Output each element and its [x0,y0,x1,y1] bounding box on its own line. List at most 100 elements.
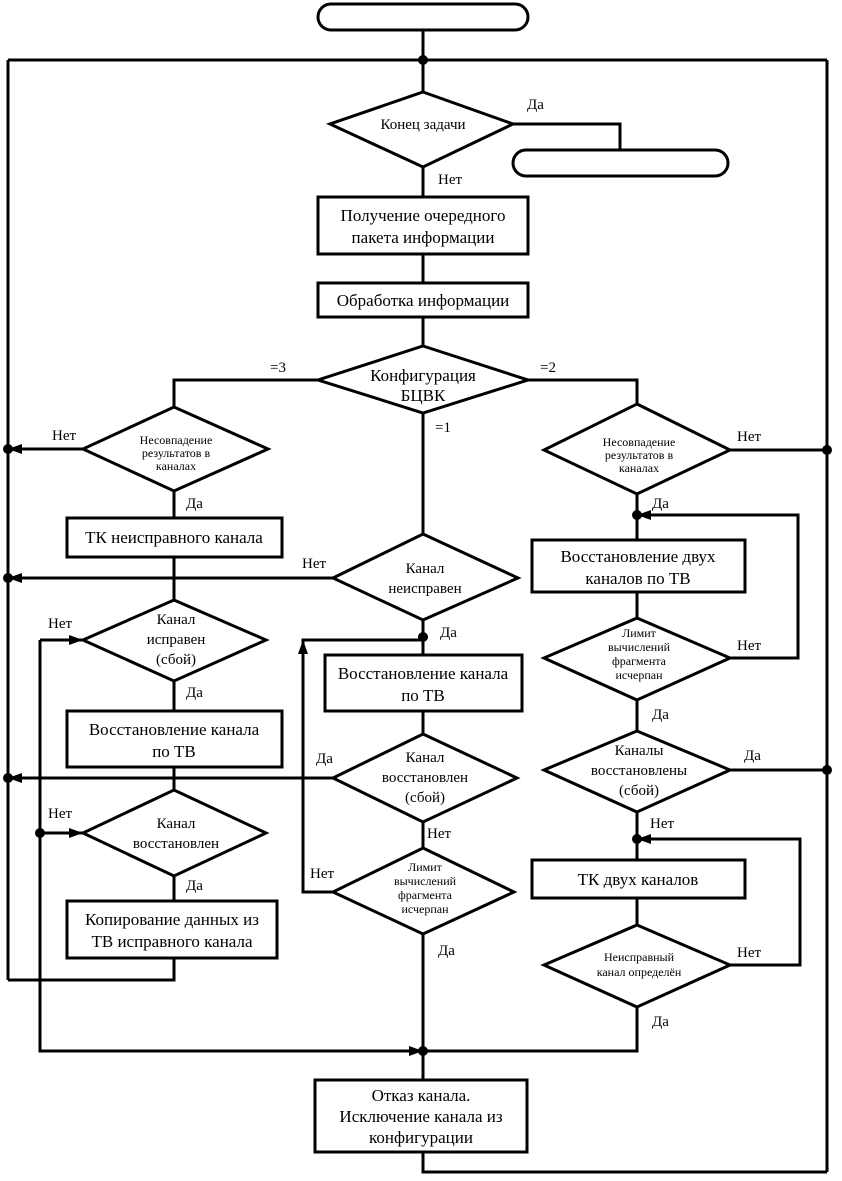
line-config-3 [172,378,318,407]
label-channel-restored-mid-no: Нет [427,826,451,842]
decision-channel-restored-left [79,788,270,878]
decision-channels-restored [540,729,734,814]
decision-config-line2: БЦВК [401,386,446,405]
decision-limit-mid [329,846,518,936]
decision-mismatch-left-line2: результатов в [142,446,211,460]
junction-dot [418,1046,428,1056]
decision-channel-restored-mid-line1: Канал [406,750,445,766]
arrow-to-fail [409,1046,423,1056]
junction-dot [3,773,13,783]
decision-faulty-found-line1: Неисправный [604,950,675,964]
decision-channel-restored-mid [329,732,521,824]
branch-labels: Да Нет =3 =2 =1 Нет Да Нет Да Нет Да Нет… [48,97,761,1030]
line-bottom-return [421,1152,827,1174]
decision-mismatch-left [79,405,272,493]
line-right-loop-1 [637,513,800,660]
label-channel-ok-no: Нет [48,616,72,632]
decision-channel-restored-left-line1: Канал [157,816,196,832]
label-limit-right-yes: Да [652,707,669,723]
label-channel-restored-mid-yes: Да [316,751,333,767]
block-fail [313,1078,529,1154]
decision-end-task-text: Конец задачи [380,117,465,133]
line-mid-loop [301,638,423,894]
start-terminator [316,2,530,32]
arrow-right-loop-1 [637,510,651,520]
decision-channel-restored-mid-line2: восстановлен [382,770,468,786]
label-config-eq1: =1 [435,420,451,436]
block-restore-left-line2: по ТВ [152,742,196,761]
decision-channel-faulty [329,532,522,622]
arrow-mid-loop [298,640,308,654]
block-restore-two-line1: Восстановление двух [560,547,716,566]
line-right-loop-2 [637,837,802,967]
decision-mismatch-left-line1: Несовпадение [140,433,213,447]
decision-faulty-found [540,923,734,1009]
end-terminator [511,148,730,178]
label-mismatch-left-yes: Да [186,496,203,512]
line-left-copy-return [8,958,176,982]
label-config-eq3: =3 [270,360,286,376]
decision-limit-mid-line2: вычислений [394,874,457,888]
decision-channel-ok-line1: Канал [157,612,196,628]
label-channel-restored-left-no: Нет [48,806,72,822]
arrow-into-channel-ok [69,635,83,645]
decision-channel-ok-line2: исправен [147,632,206,648]
decision-mismatch-right-line1: Несовпадение [603,435,676,449]
block-restore-mid-line2: по ТВ [401,686,445,705]
decision-end-task [325,90,517,169]
decision-mismatch-right [540,402,734,496]
decision-limit-mid-line3: фрагмента [398,888,453,902]
arrow-left-1 [8,444,22,454]
line-config-2 [528,378,639,404]
block-fail-line1: Отказ канала. [372,1086,471,1105]
block-get-packet-line2: пакета информации [352,228,495,247]
label-limit-mid-no: Нет [310,866,334,882]
label-channel-faulty-yes: Да [440,625,457,641]
junction-dots [3,55,832,1056]
label-channel-restored-left-yes: Да [186,878,203,894]
block-copy-data-line2: ТВ исправного канала [91,932,253,951]
block-process [316,281,530,319]
decision-mismatch-left-line3: каналах [156,459,196,473]
label-limit-right-no: Нет [737,638,761,654]
block-get-packet-line1: Получение очередного [341,206,506,225]
label-mismatch-left-no: Нет [52,428,76,444]
decision-limit-mid-line1: Лимит [408,860,443,874]
decision-channel-restored-left-line2: восстановлен [133,836,219,852]
junction-dot [822,445,832,455]
decision-channels-restored-line2: восстановлены [591,763,687,779]
decision-limit-right [540,616,734,702]
decision-limit-right-line2: вычислений [608,640,671,654]
label-limit-mid-yes: Да [438,943,455,959]
junction-dot [3,444,13,454]
junction-dot [822,765,832,775]
decision-channels-restored-line1: Каналы [615,743,664,759]
junction-dot [418,632,428,642]
block-copy-data-line1: Копирование данных из [85,910,259,929]
junction-dot [632,510,642,520]
block-copy-data [65,899,279,960]
arrowheads [8,444,651,1056]
decision-config-line1: Конфигурация [370,366,476,385]
line-right-down [423,1007,639,1053]
label-channel-faulty-no: Нет [302,556,326,572]
label-config-eq2: =2 [540,360,556,376]
junction-dot [35,828,45,838]
decision-mismatch-right-line2: результатов в [605,448,674,462]
label-faulty-found-yes: Да [652,1014,669,1030]
decision-config [313,344,533,415]
decision-limit-right-line3: фрагмента [612,654,667,668]
block-restore-left [65,709,284,769]
arrow-right-loop-2 [637,834,651,844]
arrow-left-2 [8,573,22,583]
block-fail-line3: конфигурации [369,1128,473,1147]
decision-faulty-found-line2: канал определён [597,965,682,979]
block-tk-faulty [65,516,284,559]
label-faulty-found-no: Нет [737,945,761,961]
decision-channel-faulty-line2: неисправен [388,581,461,597]
block-restore-mid-line1: Восстановление канала [338,664,509,683]
block-restore-left-line1: Восстановление канала [89,720,260,739]
block-tk-two-text: ТК двух каналов [578,870,699,889]
decision-limit-right-line1: Лимит [622,626,657,640]
